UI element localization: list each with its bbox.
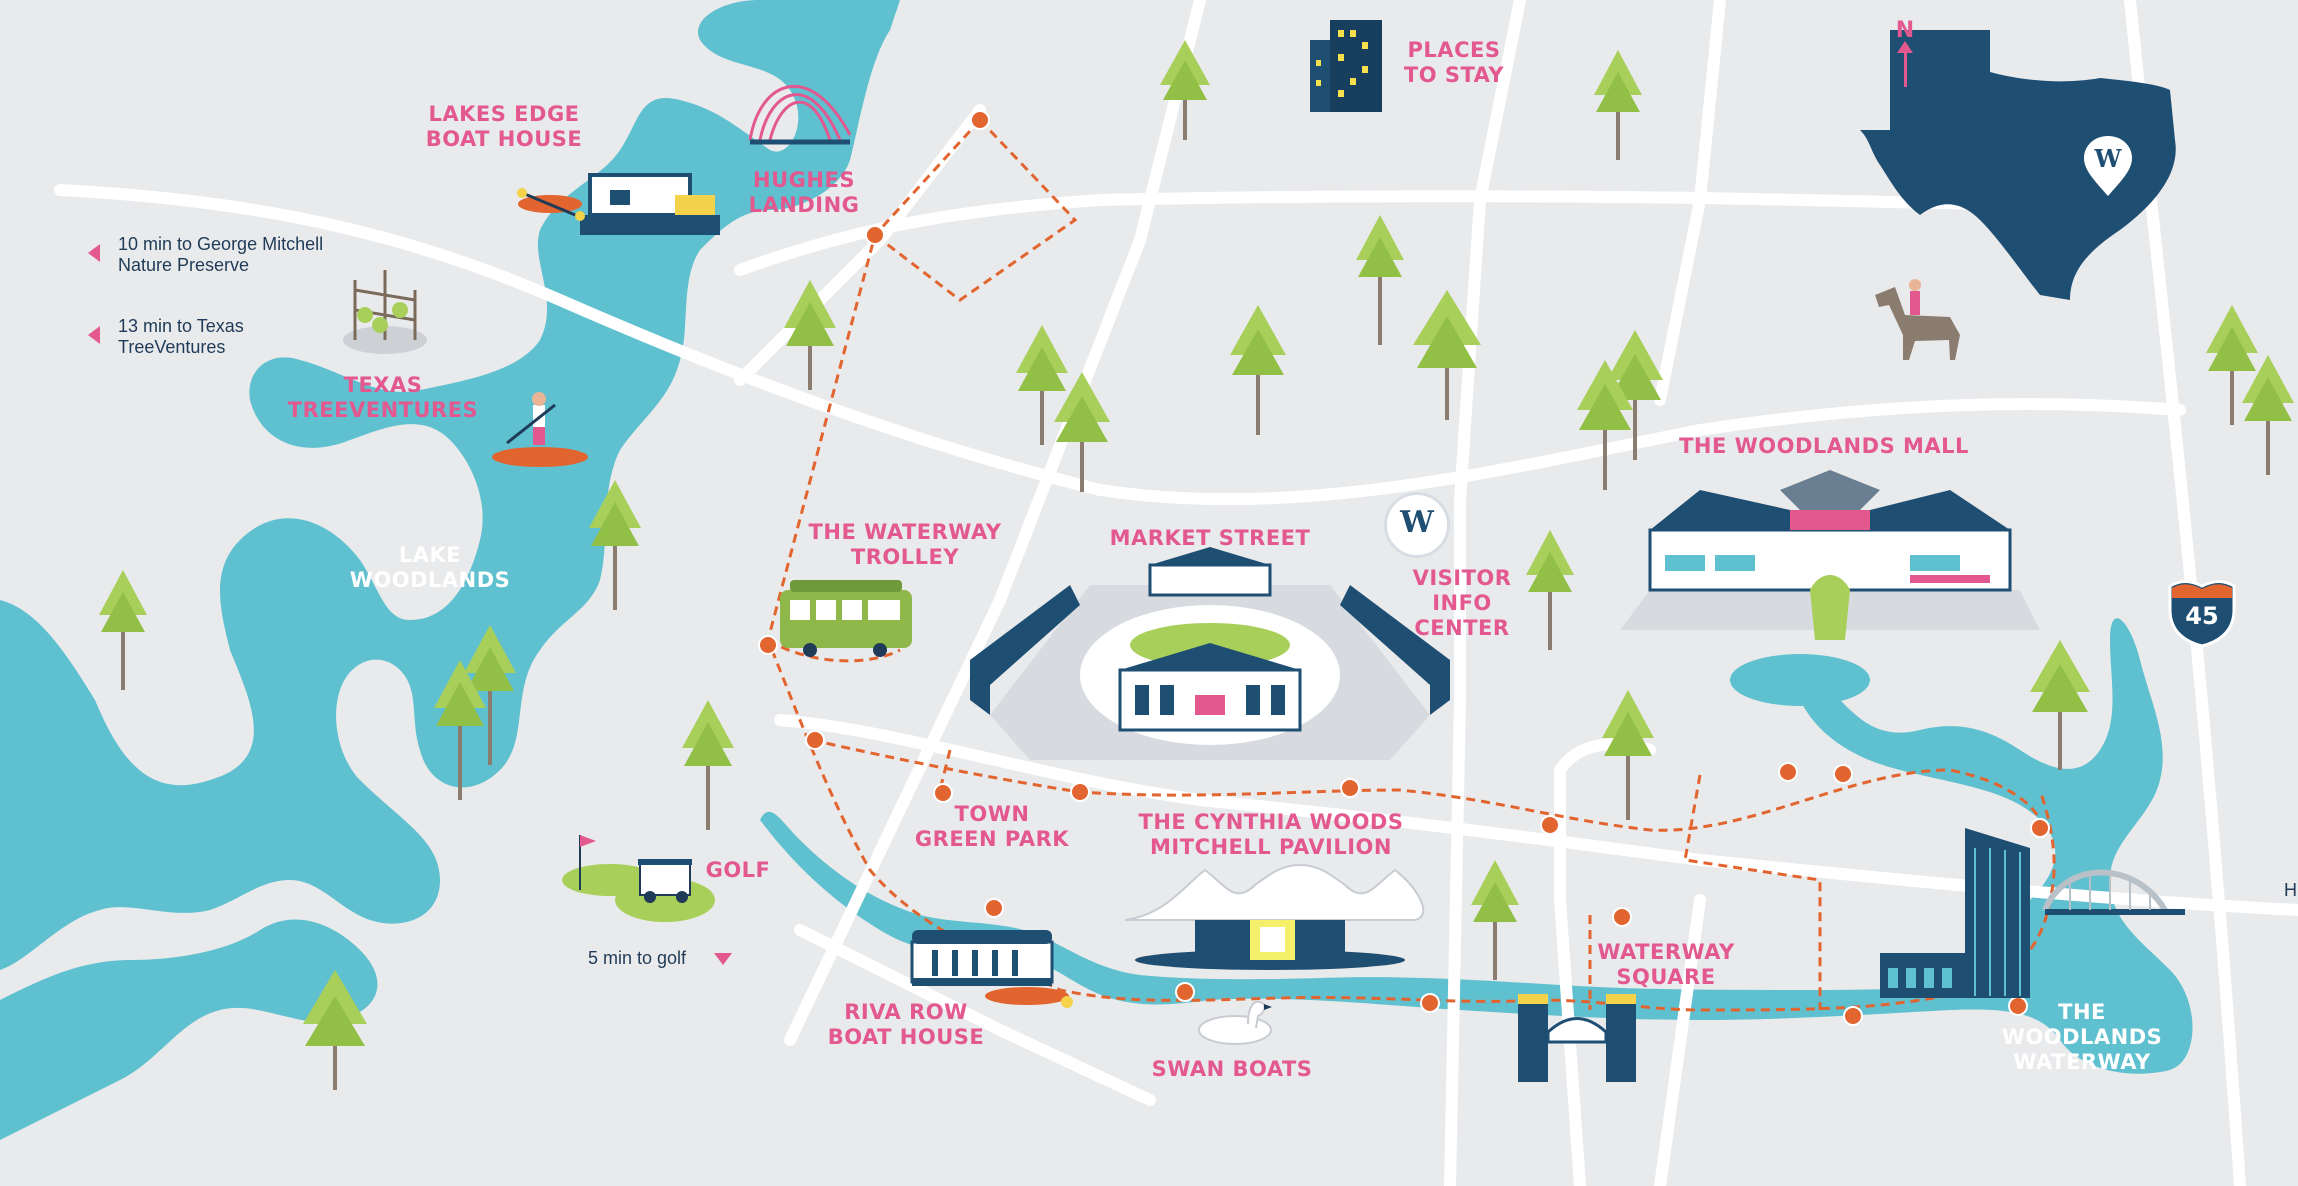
riva-boat-house-icon — [910, 930, 1073, 1008]
trolley-icon — [780, 580, 912, 657]
road-south-west — [794, 924, 1156, 1106]
location-pin-badge: W — [2084, 136, 2132, 196]
tree-icon — [303, 970, 367, 1090]
note-golf: 5 min to golf — [588, 948, 687, 968]
road-main-west — [54, 184, 2186, 506]
road-vert-3 — [1654, 0, 1726, 406]
interstate-number: 45 — [2185, 602, 2219, 630]
tree-icon — [589, 480, 641, 610]
golf-course-icon — [562, 835, 715, 922]
tree-icon — [2242, 355, 2294, 475]
tree-icon — [2030, 640, 2090, 770]
tree-icon — [1230, 305, 1286, 435]
visitor-w-logo: W — [1400, 505, 1434, 540]
tree-icon — [434, 660, 486, 800]
lake-woodlands-water — [0, 0, 900, 970]
tree-icon — [99, 570, 147, 690]
tree-icon — [1607, 330, 1663, 460]
tree-icon — [682, 700, 734, 830]
mall-icon — [1620, 470, 2040, 640]
office-tower-icon — [1880, 828, 2030, 998]
trees — [99, 40, 2294, 1090]
tree-icon — [1016, 325, 1068, 445]
arch-bridge-icon — [2042, 869, 2185, 915]
zipline-icon — [343, 270, 427, 354]
tree-icon — [1577, 360, 1633, 490]
north-arrow-shaft — [1896, 41, 1913, 87]
north-label: N — [1895, 18, 1915, 43]
road-vert-1 — [1444, 0, 1526, 1186]
interstate-shield-icon — [2168, 580, 2236, 648]
label-swan-boats[interactable]: SWAN BOATS — [1151, 1057, 1313, 1081]
tree-icon — [1526, 530, 1574, 650]
tree-icon — [784, 280, 836, 390]
tree-icon — [1471, 860, 1519, 980]
pointer-left-icon — [88, 244, 100, 262]
trolley-route — [766, 118, 2056, 1012]
location-pin-icon — [2084, 136, 2132, 196]
road-south-2 — [1654, 894, 1706, 1186]
water-bodies — [0, 0, 2193, 1140]
horse-rider-icon — [1875, 279, 1960, 360]
label-market-street[interactable]: MARKET STREET — [1109, 526, 1311, 550]
label-golf[interactable]: GOLF — [705, 858, 771, 882]
tree-icon — [1602, 690, 1654, 820]
shopping-district-icon — [970, 547, 1450, 760]
trolley-stops — [758, 110, 2050, 1026]
road-diag-1 — [734, 104, 986, 386]
golf-cart-icon — [638, 859, 692, 903]
woodlands-w-logo: W — [2094, 144, 2122, 173]
interstate-45-shield: 45 — [2170, 580, 2234, 646]
texas-state-icon — [1860, 30, 2176, 300]
tree-icon — [1413, 290, 1481, 420]
tree-icon — [1054, 372, 1110, 492]
visitor-center-badge[interactable]: W — [1384, 492, 1450, 558]
pointer-down-icon — [714, 953, 732, 965]
paddleboard-icon — [492, 392, 588, 467]
north-arrow-icon: N — [1890, 18, 1920, 87]
kayak-icon — [517, 188, 585, 221]
tree-icon — [1160, 40, 1210, 140]
cropped-edge-label: H — [2284, 880, 2297, 900]
swan-boat-icon — [1198, 1000, 1272, 1045]
lake-lower-arm — [0, 919, 378, 1140]
bridge-icon — [1518, 994, 1636, 1082]
hotel-icon — [1310, 20, 1382, 112]
tree-icon — [464, 625, 516, 765]
hughes-landing-structure — [748, 84, 852, 145]
pointer-left-icon — [88, 326, 100, 344]
tree-icon — [1356, 215, 1404, 345]
woodlands-waterway — [760, 618, 2193, 1074]
tree-icon — [2206, 305, 2258, 425]
mall-fountain-water — [1730, 654, 1870, 706]
golf-flag-icon — [579, 835, 596, 890]
pavilion-icon — [1124, 863, 1425, 970]
tree-icon — [1594, 50, 1642, 160]
label-woodlands-mall[interactable]: THE WOODLANDS MALL — [1679, 434, 1969, 458]
boat-house-icon — [580, 173, 720, 235]
road-north-east — [734, 190, 2086, 276]
